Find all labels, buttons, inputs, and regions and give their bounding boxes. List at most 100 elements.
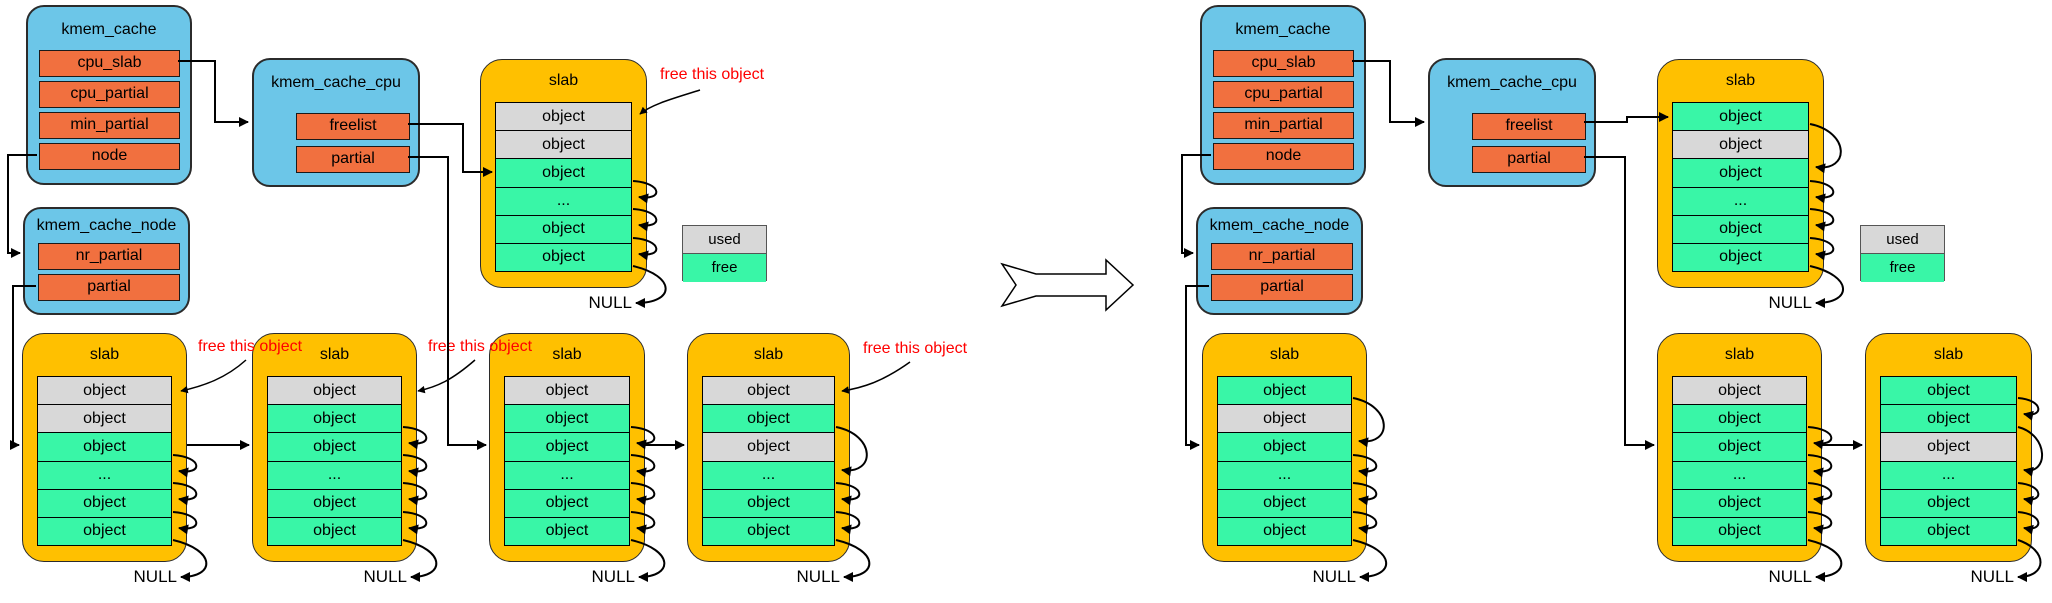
- slab-object-row: object: [495, 214, 632, 244]
- slab-title: slab: [548, 72, 579, 89]
- null-label: NULL: [796, 567, 840, 586]
- slab-object-row: ...: [495, 186, 632, 216]
- slab-object-row: object: [1217, 432, 1352, 462]
- slab-object-row: object: [1672, 158, 1809, 188]
- slab-object-row: object: [37, 376, 172, 406]
- slab-title: slab: [1725, 72, 1756, 89]
- slab-object-row: ...: [267, 460, 402, 490]
- slab-box-cpu-partial-1-right: slab object object object ... object obj…: [1657, 333, 1822, 562]
- slab-object-row: object: [1672, 432, 1807, 462]
- slab-object-row: object: [495, 130, 632, 160]
- slab-object-row: object: [504, 516, 630, 547]
- field-cpu-partial: cpu_partial: [39, 81, 180, 108]
- field-nr-partial: nr_partial: [1211, 243, 1353, 270]
- free-annotation: free this object: [428, 338, 533, 355]
- kmem-cache-cpu-title: kmem_cache_cpu: [1447, 74, 1577, 91]
- legend-free: free: [1861, 254, 1944, 282]
- free-annotation: free this object: [660, 66, 765, 83]
- slab-object-row: object: [702, 404, 835, 434]
- slab-object-row: object: [495, 158, 632, 188]
- slab-object-row: object: [1880, 432, 2017, 462]
- kmem-cache-cpu-title: kmem_cache_cpu: [271, 74, 401, 91]
- slab-object-row: object: [1880, 488, 2017, 518]
- free-annotation: free this object: [863, 340, 968, 357]
- slab-object-row: object: [1217, 404, 1352, 434]
- slab-object-row: object: [1217, 488, 1352, 518]
- field-min-partial: min_partial: [1213, 112, 1354, 139]
- null-label: NULL: [1768, 567, 1812, 586]
- null-label: NULL: [588, 293, 632, 312]
- field-cpu-partial: cpu_partial: [1213, 81, 1354, 108]
- null-label: NULL: [1312, 567, 1356, 586]
- slab-title: slab: [753, 346, 784, 363]
- field-freelist: freelist: [1472, 113, 1586, 140]
- kmem-cache-node-box-left: kmem_cache_node nr_partial partial: [23, 207, 190, 315]
- slab-object-row: object: [702, 376, 835, 406]
- field-partial: partial: [296, 146, 410, 173]
- free-annotation: free this object: [198, 338, 303, 355]
- slab-box-node-partial-1: slab object object object ... object obj…: [22, 333, 187, 562]
- field-partial: partial: [1472, 146, 1586, 173]
- kmem-cache-node-title: kmem_cache_node: [36, 217, 177, 234]
- field-cpu-slab: cpu_slab: [39, 50, 180, 77]
- field-nr-partial: nr_partial: [38, 243, 180, 270]
- slab-object-row: ...: [702, 460, 835, 490]
- slab-object-row: object: [504, 488, 630, 518]
- slab-object-row: ...: [1672, 186, 1809, 216]
- field-node: node: [1213, 143, 1354, 170]
- slab-object-row: object: [1672, 242, 1809, 273]
- slab-object-row: object: [1672, 404, 1807, 434]
- field-node-partial: partial: [38, 274, 180, 301]
- slab-object-row: ...: [37, 460, 172, 490]
- field-node-partial: partial: [1211, 274, 1353, 301]
- slab-object-row: object: [267, 432, 402, 462]
- slab-object-row: object: [37, 516, 172, 547]
- slab-object-row: object: [504, 376, 630, 406]
- slab-title: slab: [1933, 346, 1964, 363]
- slab-object-row: object: [37, 404, 172, 434]
- slab-object-row: object: [267, 376, 402, 406]
- slab-object-row: object: [1880, 404, 2017, 434]
- slab-object-row: object: [504, 432, 630, 462]
- slab-box-node-partial-2: slab object object object ... object obj…: [252, 333, 417, 562]
- slab-object-row: object: [1672, 102, 1809, 132]
- slab-title: slab: [89, 346, 120, 363]
- slab-object-row: object: [495, 102, 632, 132]
- slab-object-row: object: [702, 432, 835, 462]
- slab-object-row: object: [37, 432, 172, 462]
- kmem-cache-title: kmem_cache: [61, 21, 157, 38]
- transform-arrow: [1000, 258, 1135, 312]
- slab-object-row: object: [1217, 376, 1352, 406]
- kmem-cache-node-title: kmem_cache_node: [1209, 217, 1350, 234]
- slab-box-cpu-partial-1: slab object object object ... object obj…: [489, 333, 645, 562]
- field-node: node: [39, 143, 180, 170]
- slab-object-row: object: [1672, 130, 1809, 160]
- field-min-partial: min_partial: [39, 112, 180, 139]
- slab-object-row: object: [37, 488, 172, 518]
- legend-used: used: [683, 226, 766, 254]
- slab-title: slab: [1269, 346, 1300, 363]
- slab-box-node-partial-right: slab object object object ... object obj…: [1202, 333, 1367, 562]
- slab-box-cpu-active: slab object object object ... object obj…: [480, 59, 647, 288]
- null-label: NULL: [1970, 567, 2014, 586]
- slab-title: slab: [1724, 346, 1755, 363]
- null-label: NULL: [363, 567, 407, 586]
- slab-box-cpu-partial-2-right: slab object object object ... object obj…: [1865, 333, 2032, 562]
- slab-object-row: object: [267, 488, 402, 518]
- null-label: NULL: [133, 567, 177, 586]
- slab-object-row: ...: [1217, 460, 1352, 490]
- kmem-cache-box-left: kmem_cache cpu_slab cpu_partial min_part…: [26, 5, 192, 185]
- slab-object-row: object: [504, 404, 630, 434]
- slab-object-row: object: [702, 516, 835, 547]
- kmem-cache-node-box-right: kmem_cache_node nr_partial partial: [1196, 207, 1363, 315]
- field-cpu-slab: cpu_slab: [1213, 50, 1354, 77]
- slab-box-cpu-partial-2: slab object object object ... object obj…: [687, 333, 850, 562]
- slab-object-row: object: [702, 488, 835, 518]
- slab-object-row: object: [267, 516, 402, 547]
- kmem-cache-cpu-box-right: kmem_cache_cpu freelist partial: [1428, 58, 1596, 187]
- legend-used: used: [1861, 226, 1944, 254]
- legend-free: free: [683, 254, 766, 282]
- slab-object-row: ...: [504, 460, 630, 490]
- slab-object-row: object: [1672, 214, 1809, 244]
